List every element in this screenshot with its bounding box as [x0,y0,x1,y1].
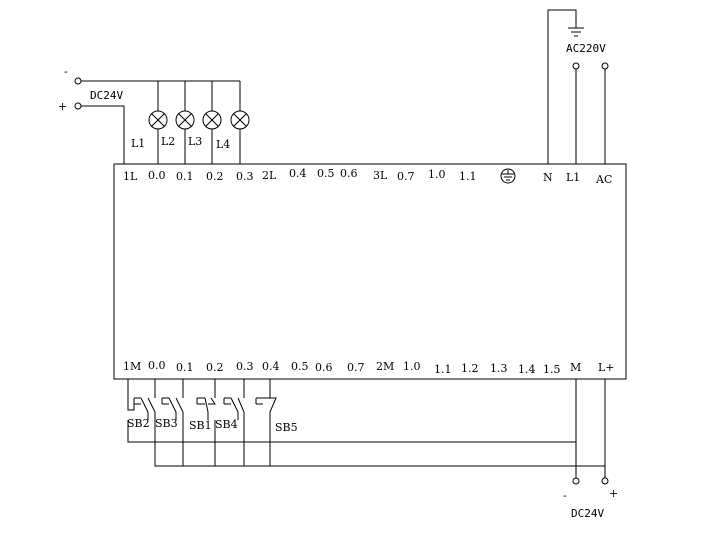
top-terminal-2L: 2L [262,169,277,182]
dc-input-label: DC24V [90,89,123,102]
bottom-terminal-1.4: 1.4 [518,363,536,376]
top-terminal-N: N [543,171,553,184]
switch-SB3-icon [161,397,184,420]
earth-ground-icon [568,27,584,37]
dc-out-minus-label: - [563,489,567,502]
bottom-terminal-0.1: 0.1 [176,361,194,374]
plc-body [113,163,627,380]
switch-label-SB1: SB1 [189,419,212,432]
top-terminal-L1: L1 [566,171,580,184]
lamp-label-L3: L3 [188,135,202,148]
bottom-terminal-0.6: 0.6 [315,361,333,374]
bottom-terminal-0.3: 0.3 [236,360,254,373]
top-terminal-1.0: 1.0 [428,168,446,181]
lamp-label-L1: L1 [131,137,145,150]
top-terminal-0.0: 0.0 [148,169,166,182]
switch-label-SB4: SB4 [215,418,238,431]
input-leads [154,379,271,398]
top-terminal-0.2: 0.2 [206,170,224,183]
ac-L-terminal [572,62,580,70]
input-common-bus [154,420,605,467]
switch-SB2-icon [127,397,156,420]
dc-plus-terminal [74,102,82,110]
switch-label-SB2: SB2 [127,417,150,430]
bottom-terminal-0.7: 0.7 [347,361,365,374]
lamp-4-icon [230,110,250,130]
lamp-bottom-leads [157,129,241,164]
lamp-label-L2: L2 [161,135,175,148]
bottom-terminal-0.0: 0.0 [148,359,166,372]
bottom-terminal-0.2: 0.2 [206,361,224,374]
top-terminal-0.3: 0.3 [236,170,254,183]
lamp-3-icon [202,110,222,130]
switch-label-SB5: SB5 [275,421,298,434]
ground-wire [547,9,577,164]
top-terminal-0.6: 0.6 [340,167,358,180]
bottom-terminal-1.5: 1.5 [543,363,561,376]
dc-output-label: DC24V [571,507,604,520]
top-terminal-0.5: 0.5 [317,167,335,180]
top-terminal-0.4: 0.4 [289,167,307,180]
bottom-terminal-0.4: 0.4 [262,360,280,373]
dc-out-minus-terminal [572,477,580,485]
bottom-terminal-M: M [570,361,581,374]
dc-minus-label: - [64,65,68,78]
top-terminal-1L: 1L [123,170,138,183]
dc-output-leads [575,379,606,478]
earth-ground-icon [500,168,516,184]
switch-label-SB3: SB3 [155,417,178,430]
switch-SB5-icon [255,397,277,420]
top-terminal-3L: 3L [373,169,388,182]
bottom-terminal-0.5: 0.5 [291,360,309,373]
top-terminal-0.1: 0.1 [176,170,194,183]
1M-common-bus [127,420,576,443]
bottom-terminal-1.0: 1.0 [403,360,421,373]
top-terminal-0.7: 0.7 [397,170,415,183]
bottom-terminal-2M: 2M [376,360,394,373]
lamp-2-icon [175,110,195,130]
bottom-terminal-1M: 1M [123,360,141,373]
ac-N-terminal [601,62,609,70]
bottom-terminal-1.1: 1.1 [434,363,452,376]
ac-leads [575,69,606,164]
dc-out-plus-terminal [601,477,609,485]
lamp-top-leads [157,81,241,111]
dc-minus-terminal [74,77,82,85]
bottom-terminal-Lplus: L+ [598,361,615,374]
dc-plus-to-1L [81,105,125,164]
switch-SB4-icon [223,397,245,420]
switch-SB1-icon [196,397,216,420]
ac-input-label: AC220V [566,42,606,55]
lamp-1-icon [148,110,168,130]
top-terminal-AC: AC [595,173,612,186]
bottom-terminal-1.3: 1.3 [490,362,508,375]
dc-out-plus-label: + [609,487,618,500]
dc-plus-label: + [58,100,67,113]
lamp-label-L4: L4 [216,138,230,151]
top-terminal-1.1: 1.1 [459,170,477,183]
bottom-terminal-1.2: 1.2 [461,362,479,375]
